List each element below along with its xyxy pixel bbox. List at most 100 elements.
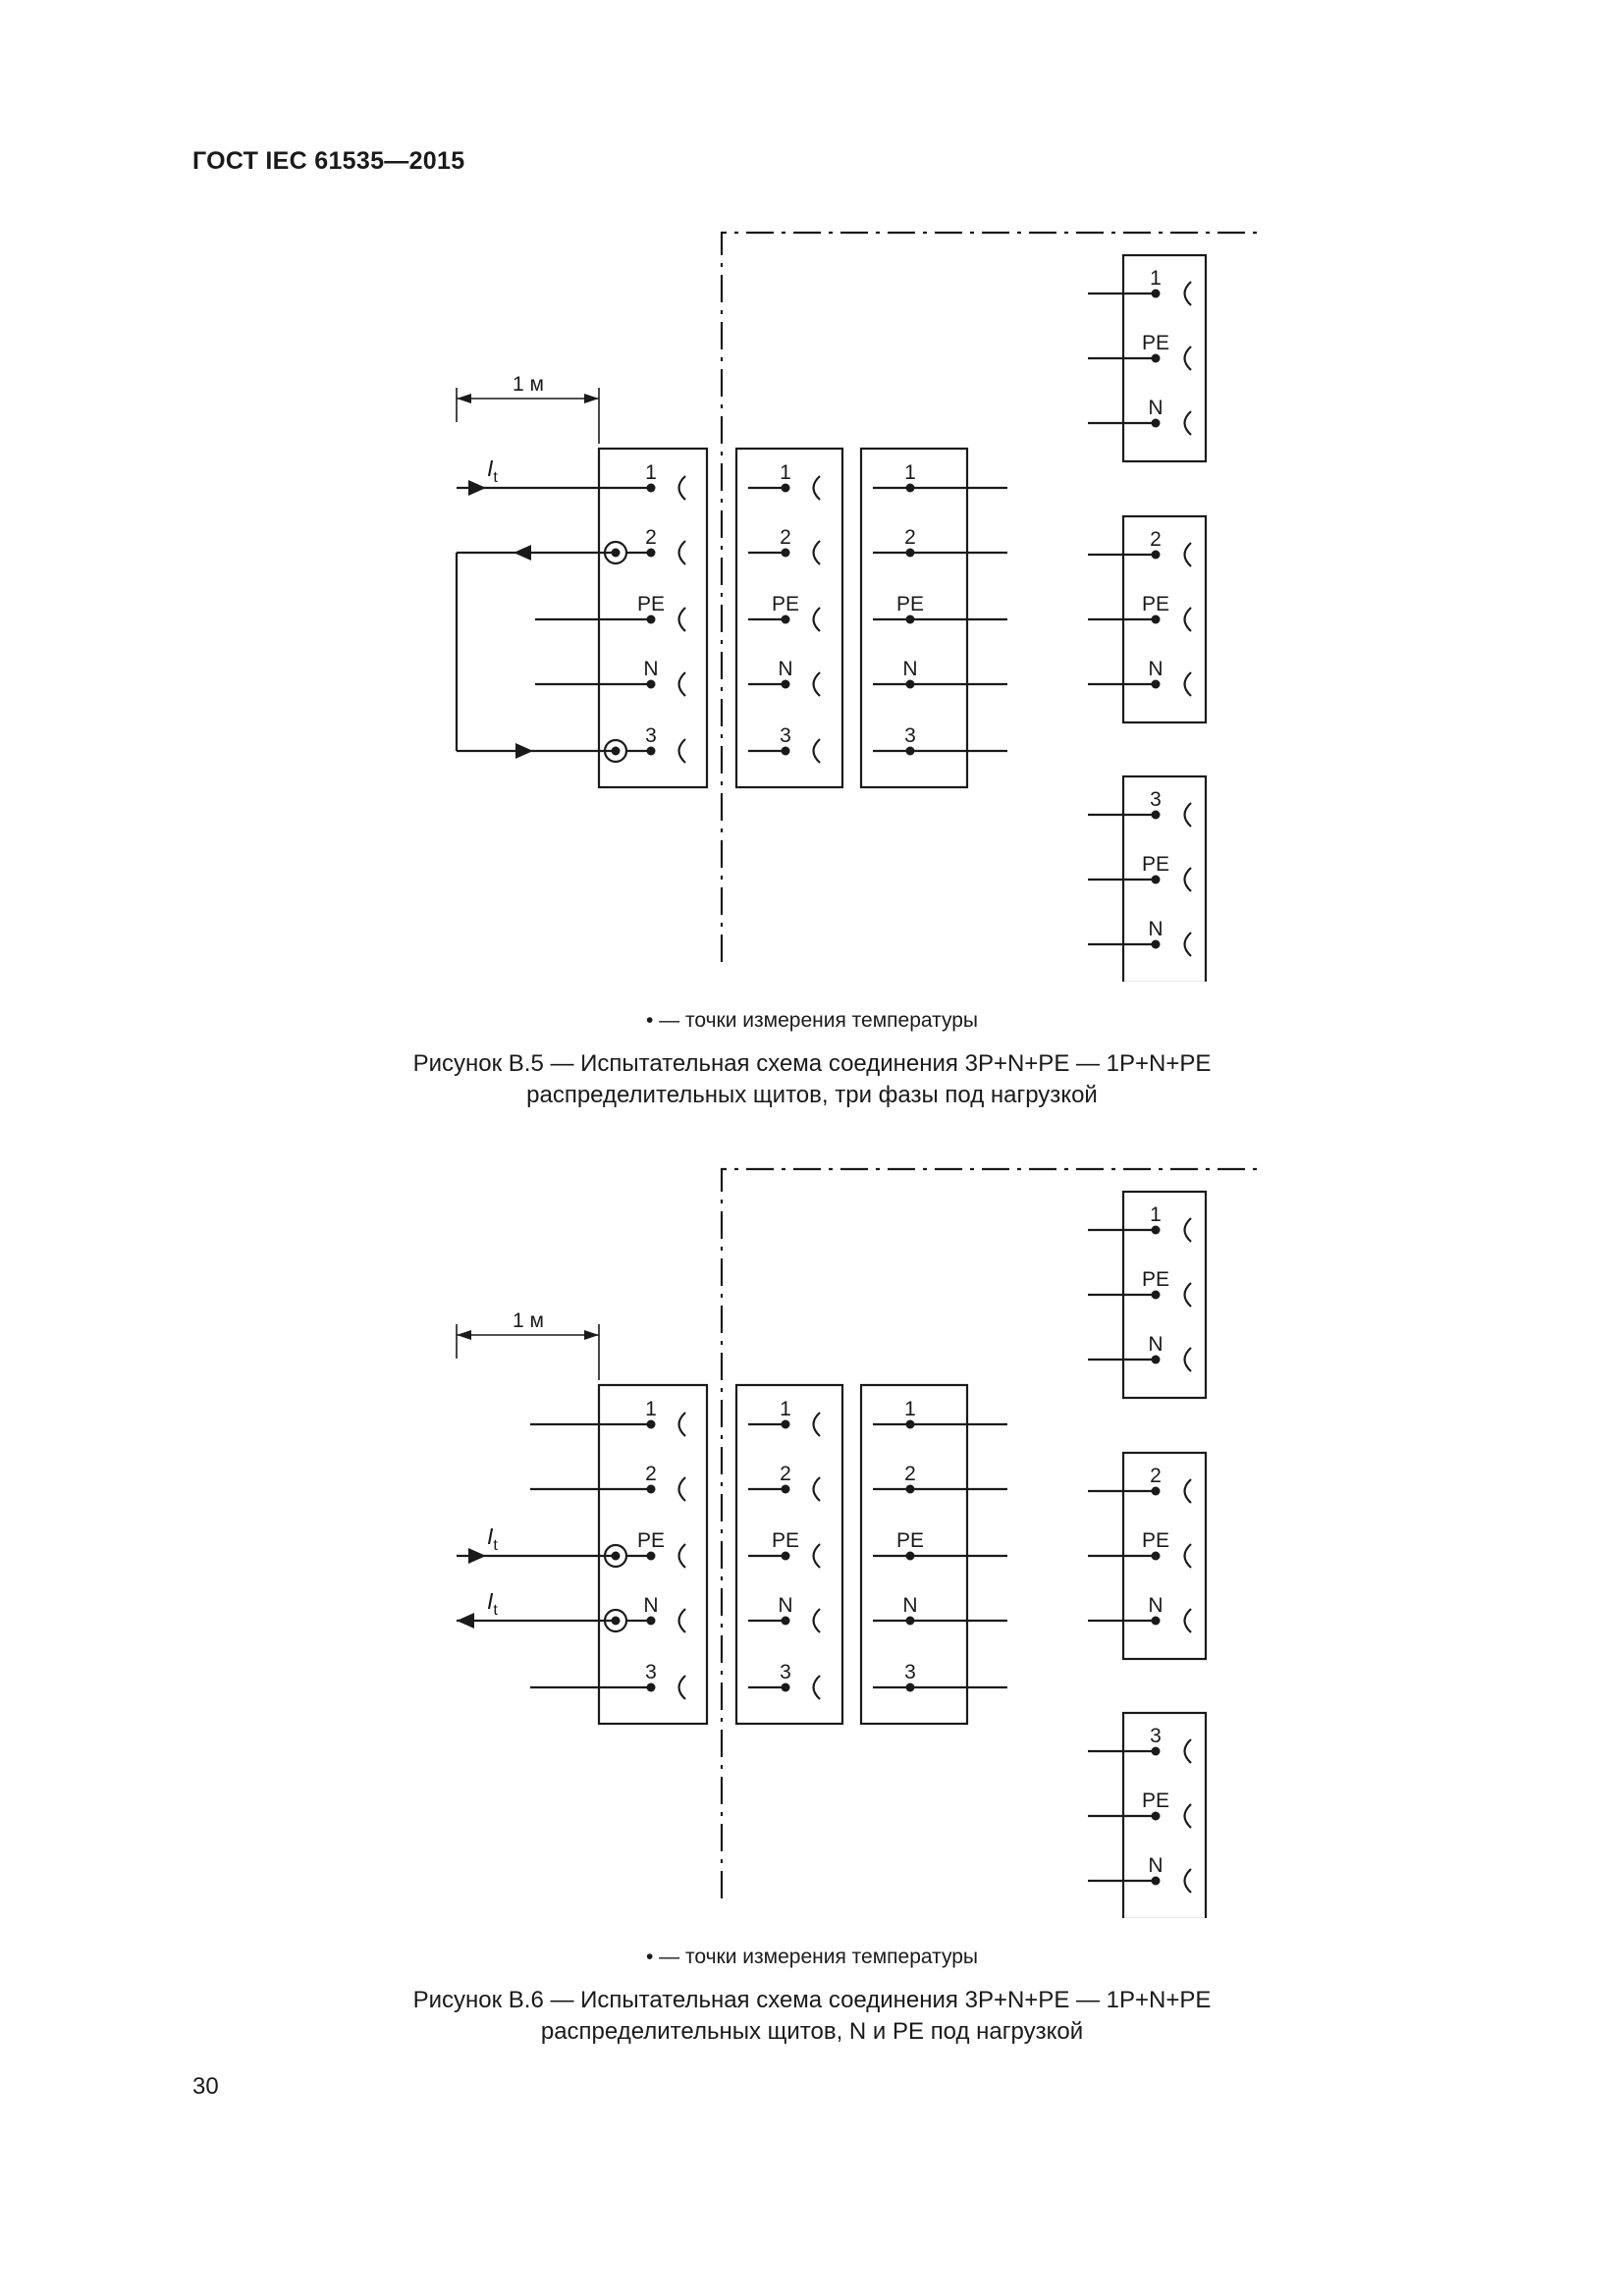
fig1-subboard-2-socket — [1183, 542, 1192, 567]
fig2-subboard-3-terminal-label: N — [1148, 1854, 1163, 1877]
fig1-subboard-3-measure-point — [1151, 939, 1161, 949]
fig2-board-1-socket — [677, 1543, 686, 1569]
fig2-board-2 — [734, 1383, 844, 1726]
fig1-board-2-socket — [812, 540, 821, 565]
fig2-subboard-3-socket — [1183, 1803, 1192, 1829]
fig2-board-3-terminal-label: 3 — [904, 1661, 916, 1683]
fig1-board-1-terminal-label: PE — [637, 593, 665, 615]
fig2-board-3-terminal-label: 2 — [904, 1463, 916, 1485]
fig2-subboard-1-socket — [1183, 1282, 1192, 1308]
fig2-subboard-3-measure-point — [1151, 1811, 1161, 1821]
figure-b6-caption-line1: Рисунок В.6 — Испытательная схема соедин… — [412, 1987, 1212, 2013]
fig2-subboard-1-terminal-label: PE — [1142, 1268, 1169, 1291]
fig1-subboard-2-measure-point — [1151, 550, 1161, 560]
fig2-subboard-3-terminal-label: 3 — [1150, 1725, 1162, 1747]
fig1-loop-arrow-out — [514, 545, 531, 561]
fig2-current-label-pe-subscript: t — [493, 1537, 498, 1554]
fig1-subboard-2-terminal-label: PE — [1142, 593, 1169, 615]
fig1-board-2-socket — [812, 671, 821, 697]
fig1-board-1-terminal-label: 1 — [645, 461, 657, 484]
fig1-board-1-socket — [677, 540, 686, 565]
fig1-board-2-socket — [812, 738, 821, 764]
fig1-dimension-label: 1 м — [513, 373, 544, 396]
fig1-board-3-terminal-label: 1 — [904, 461, 916, 484]
fig1-board-1-socket — [677, 738, 686, 764]
fig2-board-1-terminal-label: 1 — [645, 1398, 657, 1420]
fig2-current-connection-center — [611, 1616, 621, 1626]
fig2-subboard-2-terminal-label: PE — [1142, 1529, 1169, 1552]
fig2-current-label-n-subscript: t — [493, 1602, 498, 1619]
fig2-board-3-terminal-label: PE — [896, 1529, 924, 1552]
fig1-boundary-line — [720, 231, 1257, 962]
fig2-current-arrow-in — [468, 1548, 486, 1564]
fig1-board-1-socket — [677, 671, 686, 697]
fig2-current-label-pe: It — [487, 1523, 498, 1554]
fig1-board-2-terminal-label: 2 — [780, 526, 791, 549]
fig1-board-3-terminal-label: PE — [896, 593, 924, 615]
fig2-subboard-2-socket — [1183, 1478, 1192, 1504]
fig1-subboard-2-terminal-label: N — [1148, 658, 1163, 680]
page-number: 30 — [192, 2073, 219, 2100]
fig1-current-connection-center — [611, 746, 621, 756]
fig2-board-1-socket — [677, 1476, 686, 1502]
fig2-current-connection-center — [611, 1551, 621, 1561]
fig2-board-2-socket — [812, 1476, 821, 1502]
figure-b6-caption-line2: распределительных щитов, N и PE под нагр… — [540, 2018, 1084, 2045]
fig1-subboard-1-terminal-label: PE — [1142, 332, 1169, 354]
fig2-board-2-socket — [812, 1543, 821, 1569]
fig1-subboard-3-terminal-label: PE — [1142, 853, 1169, 876]
fig2-board-3-terminal-label: 1 — [904, 1398, 916, 1420]
fig2-subboard-3-measure-point — [1151, 1746, 1161, 1756]
fig1-subboard-3-socket — [1183, 802, 1192, 828]
fig1-board-2 — [734, 447, 844, 789]
fig1-subboard-1-measure-point — [1151, 418, 1161, 428]
fig2-dimension-arrow-left — [457, 1330, 471, 1340]
fig2-board-3 — [859, 1383, 969, 1726]
fig1-board-2-terminal-label: N — [778, 658, 792, 680]
figure-b5-caption-line2: распределительных щитов, три фазы под на… — [526, 1082, 1098, 1108]
fig2-subboard-2-socket — [1183, 1608, 1192, 1633]
fig2-board-1-socket — [677, 1608, 686, 1633]
fig2-subboard-3-measure-point — [1151, 1876, 1161, 1886]
fig2-board-2-socket — [812, 1675, 821, 1700]
fig1-subboard-1-socket — [1183, 410, 1192, 436]
fig1-subboard-3-measure-point — [1151, 810, 1161, 820]
fig2-board-2-terminal-label: 1 — [780, 1398, 791, 1420]
fig1-board-3-terminal-label: 2 — [904, 526, 916, 549]
fig2-board-2-socket — [812, 1608, 821, 1633]
fig2-board-2-terminal-label: 2 — [780, 1463, 791, 1485]
fig1-board-3 — [859, 447, 969, 789]
fig2-board-3-terminal-label: N — [902, 1594, 917, 1617]
figure-b6-legend: • — точки измерения температуры — [645, 1946, 979, 1968]
document-header: ГОСТ IEC 61535—2015 — [192, 147, 465, 175]
fig1-subboard-3-measure-point — [1151, 875, 1161, 884]
fig1-board-2-socket — [812, 475, 821, 501]
fig1-subboard-3-terminal-label: N — [1148, 918, 1163, 940]
figure-b6-caption: Рисунок В.6 — Испытательная схема соедин… — [0, 1985, 1624, 2048]
fig2-subboard-3-terminal-label: PE — [1142, 1789, 1169, 1812]
fig2-board-2-terminal-label: PE — [772, 1529, 799, 1552]
fig1-board-2-terminal-label: PE — [772, 593, 799, 615]
fig2-subboard-2-measure-point — [1151, 1486, 1161, 1496]
fig2-board-1-socket — [677, 1412, 686, 1437]
fig1-current-label: It — [487, 455, 498, 486]
fig2-boundary-line — [720, 1167, 1257, 1898]
fig1-board-3-terminal-label: 3 — [904, 724, 916, 747]
fig2-board-2-socket — [812, 1412, 821, 1437]
fig2-board-2-terminal-label: N — [778, 1594, 792, 1617]
fig1-subboard-2-terminal-label: 2 — [1150, 528, 1162, 551]
fig2-subboard-1-terminal-label: N — [1148, 1333, 1163, 1356]
fig2-board-1-socket — [677, 1675, 686, 1700]
fig1-board-2-socket — [812, 607, 821, 632]
fig2-board-1-terminal-label: PE — [637, 1529, 665, 1552]
fig2-board-1-terminal-label: 2 — [645, 1463, 657, 1485]
fig1-board-2-terminal-label: 3 — [780, 724, 791, 747]
fig2-subboard-2-measure-point — [1151, 1551, 1161, 1561]
fig1-dimension-arrow-right — [584, 394, 599, 403]
fig2-subboard-1-terminal-label: 1 — [1150, 1203, 1162, 1226]
fig1-subboard-3-terminal-label: 3 — [1150, 788, 1162, 811]
fig2-board-1-terminal-label: N — [643, 1594, 658, 1617]
